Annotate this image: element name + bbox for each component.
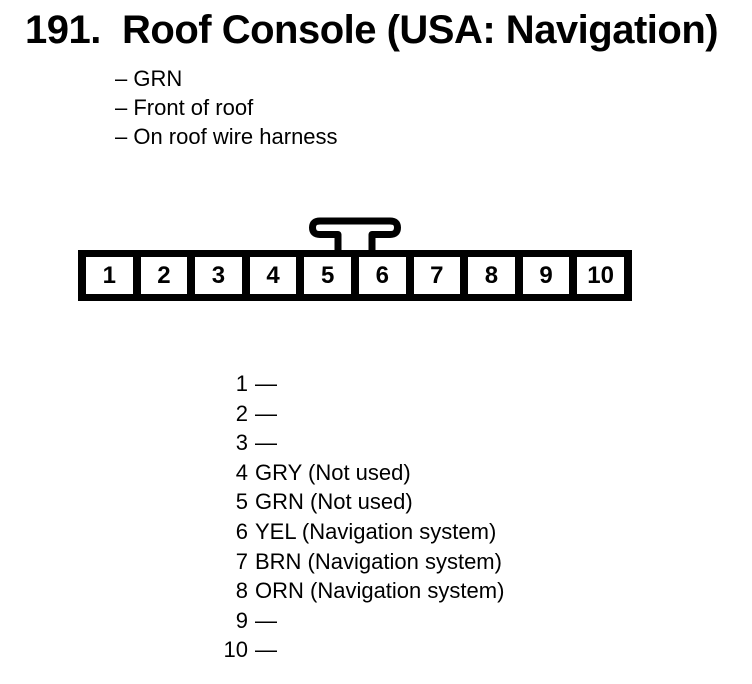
connector-pin-cell-6: 6: [358, 257, 406, 294]
pin-row: 7 BRN (Navigation system): [214, 547, 504, 577]
pin-number: 2: [235, 400, 248, 426]
pin-number: 10: [223, 637, 248, 663]
pin-label: GRY (Not used): [255, 459, 411, 485]
pin-row: 10 —: [214, 635, 504, 665]
pin-label: —: [255, 430, 277, 456]
connector-pin-cell-5: 5: [304, 257, 351, 294]
pin-row: 4 GRY (Not used): [214, 458, 504, 488]
pin-number: 5: [235, 489, 248, 515]
pin-label: —: [255, 607, 277, 633]
title-number: 191.: [25, 8, 101, 52]
pin-row: 9 —: [214, 606, 504, 636]
connector-pin-cell-8: 8: [468, 257, 515, 294]
connector-body: 1 2 3 4 5 6 7 8 9 10: [78, 250, 632, 301]
connector-latch-icon: [309, 217, 401, 250]
pin-row: 5 GRN (Not used): [214, 487, 504, 517]
pin-row: 1 —: [214, 369, 504, 399]
connector-pin-cell-2: 2: [140, 257, 188, 294]
note-item: – GRN: [115, 66, 183, 91]
connector-pin-cell-10: 10: [577, 257, 624, 294]
connector-pin-cell-7: 7: [413, 257, 461, 294]
connector-pin-cell-4: 4: [249, 257, 297, 294]
page-title: 191. Roof Console (USA: Navigation): [25, 6, 719, 54]
pin-row: 2 —: [214, 399, 504, 429]
pin-number: 3: [235, 430, 248, 456]
pin-number: 4: [235, 459, 248, 485]
pin-row: 6 YEL (Navigation system): [214, 517, 504, 547]
pin-label: BRN (Navigation system): [255, 548, 502, 574]
pin-row: 8 ORN (Navigation system): [214, 576, 505, 606]
note-item: – On roof wire harness: [115, 124, 338, 149]
title-text: Roof Console (USA: Navigation): [122, 8, 719, 52]
connector-pin-cell-1: 1: [86, 257, 133, 294]
pin-label: —: [255, 637, 277, 663]
connector-pin-cell-9: 9: [522, 257, 570, 294]
pin-number: 8: [235, 578, 248, 604]
pin-label: —: [255, 400, 277, 426]
pin-row: 3 —: [214, 428, 504, 458]
pin-label: GRN (Not used): [255, 489, 413, 515]
pin-label: ORN (Navigation system): [255, 578, 505, 604]
notes-list: – GRN – Front of roof – On roof wire har…: [115, 64, 338, 151]
pin-list: 1 — 2 — 3 — 4 GRY (Not used) 5 GRN (Not …: [214, 369, 505, 665]
note-item: – Front of roof: [115, 95, 254, 120]
pin-number: 6: [235, 518, 248, 544]
pin-number: 7: [235, 548, 248, 574]
pin-label: YEL (Navigation system): [255, 518, 497, 544]
pin-label: —: [255, 371, 277, 396]
pin-number: 9: [235, 607, 248, 633]
connector-pin-cell-3: 3: [195, 257, 242, 294]
pin-number: 1: [235, 371, 248, 396]
